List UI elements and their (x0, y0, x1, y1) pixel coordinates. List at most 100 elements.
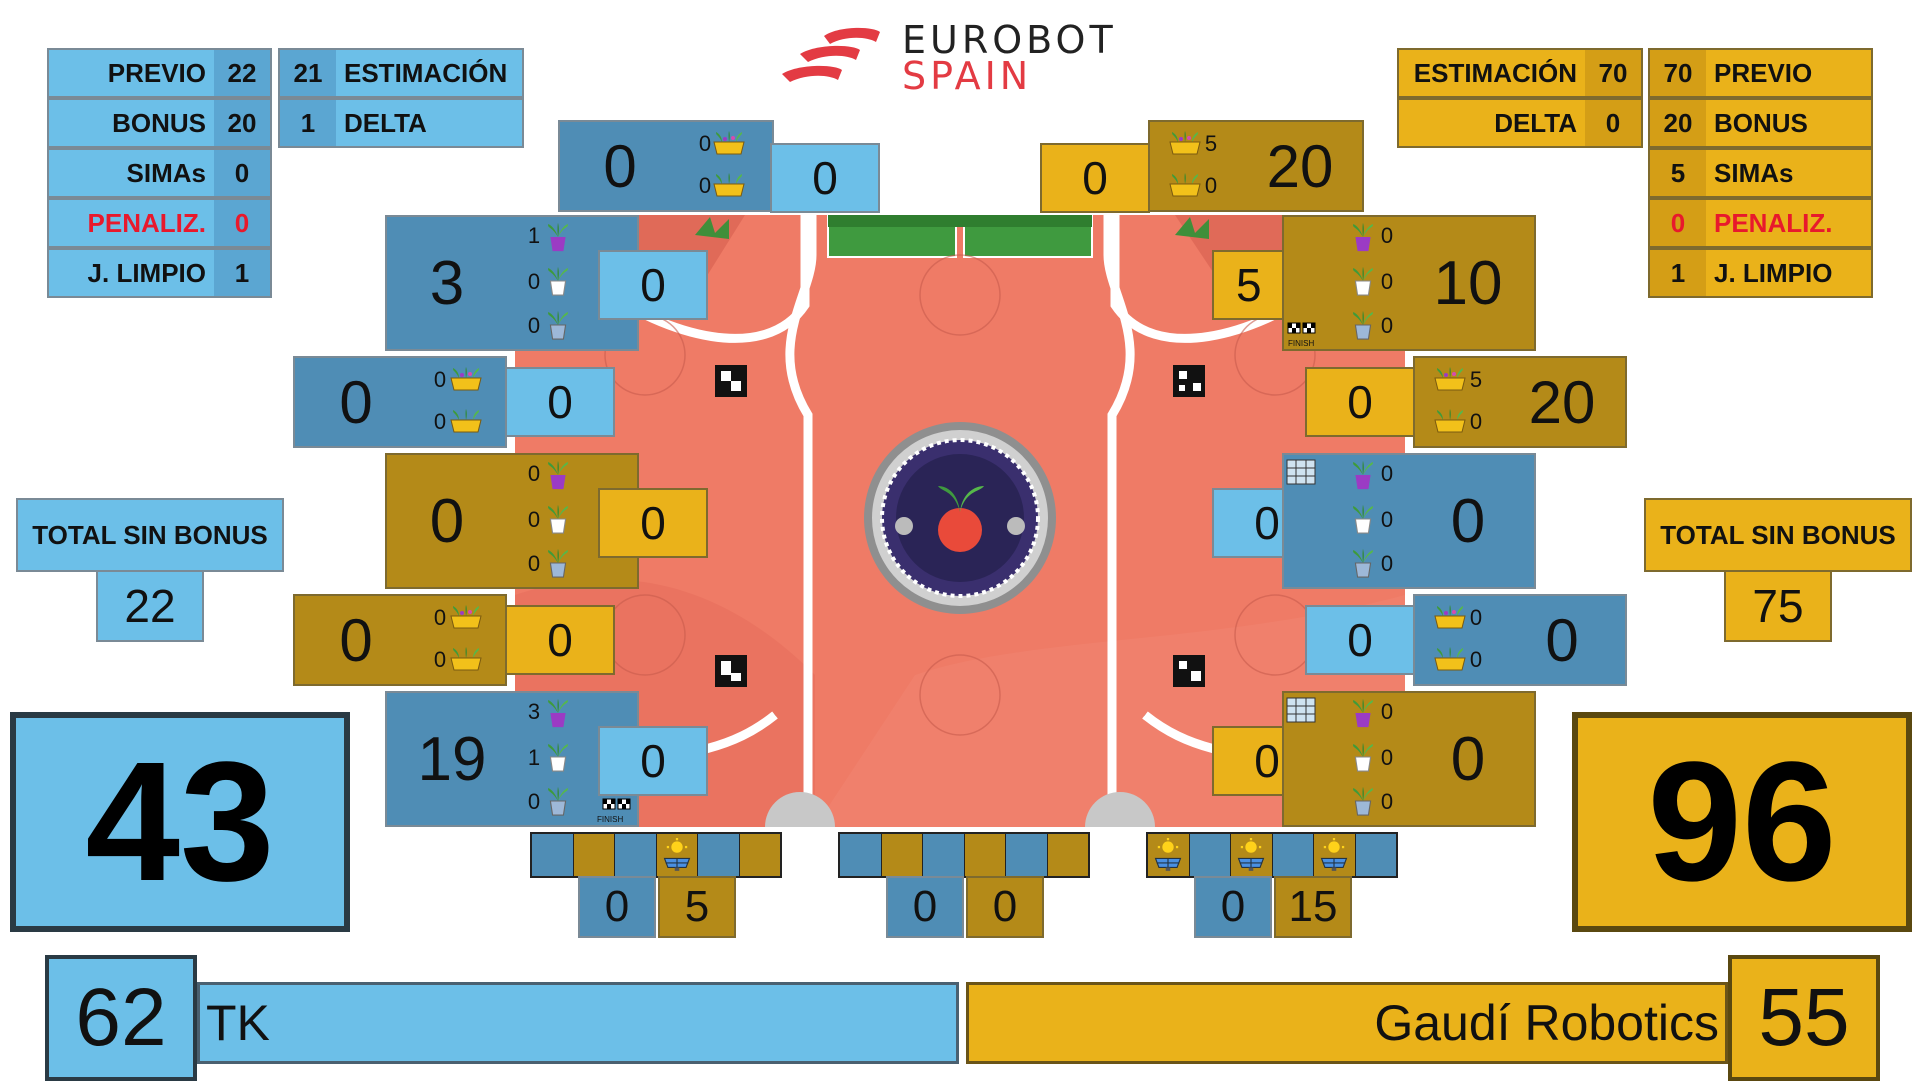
yellow-penaliz-label: PENALIZ. (1714, 207, 1833, 238)
yellow-stat-penaliz: 0 PENALIZ. (1648, 198, 1873, 248)
yellow-stat-jlimpio: 1 J. LIMPIO (1648, 248, 1873, 298)
zone-left-4-c1: 0 (433, 605, 447, 630)
yellow-stat-previo: 70 PREVIO (1648, 48, 1873, 98)
zone-right-4: 0 0 0 (1413, 594, 1627, 686)
planter-icon (1433, 404, 1467, 438)
plant-pot-icon (545, 503, 571, 535)
yellow-estimacion-label: ESTIMACIÓN (1413, 57, 1577, 88)
yellow-delta-label: DELTA (1494, 107, 1577, 138)
zone-right-3-c3: 0 (1380, 551, 1394, 576)
zone-top-blue: 0 0 0 (558, 120, 774, 212)
zone-left-2-side: 0 (505, 367, 615, 437)
blue-total-label: TOTAL SIN BONUS (16, 498, 284, 572)
planter-icon (449, 362, 483, 396)
yellow-bonus-value: 20 (1650, 100, 1706, 146)
zone-left-1: 3 1 0 0 (385, 215, 639, 351)
zone-left-3-c1: 0 (527, 461, 541, 486)
zone-left-3-score: 0 (429, 486, 465, 556)
zone-right-3: 0 0 0 0 (1282, 453, 1536, 589)
planter-icon (1433, 600, 1467, 634)
zone-left-4: 0 0 0 (293, 594, 507, 686)
solar-slot (1231, 834, 1273, 876)
zone-right-3-c2: 0 (1380, 507, 1394, 532)
solar-1-blue: 0 (578, 876, 656, 938)
solar-slot (1314, 834, 1356, 876)
solar-2-blue: 0 (886, 876, 964, 938)
yellow-stat-estimacion: ESTIMACIÓN 70 (1397, 48, 1643, 98)
blue-team-name-bar: TK (197, 982, 959, 1064)
zone-right-1-c2: 0 (1380, 269, 1394, 294)
blue-jlimpio-label: J. LIMPIO (87, 257, 206, 288)
zone-left-2: 0 0 0 (293, 356, 507, 448)
zone-right-4-score: 0 (1545, 606, 1579, 674)
planter-icon (712, 126, 746, 160)
yellow-simas-value: 5 (1650, 150, 1706, 196)
solar-slot (923, 834, 965, 876)
zone-right-3-c1: 0 (1380, 461, 1394, 486)
solar-slot (881, 834, 923, 876)
solar-group-2 (838, 832, 1090, 878)
zone-right-5: 0 0 0 0 (1282, 691, 1536, 827)
plant-pot-icon (1350, 697, 1376, 729)
yellow-previo-value: 70 (1650, 50, 1706, 96)
zone-left-4-score: 0 (339, 606, 373, 674)
plant-pot-icon (1350, 503, 1376, 535)
plant-pot-icon (1350, 265, 1376, 297)
plant-pot-icon (1350, 221, 1376, 253)
solar-slot (1006, 834, 1048, 876)
yellow-score: 96 (1572, 712, 1912, 932)
zone-right-5-c2: 0 (1380, 745, 1394, 770)
planter-icon (712, 168, 746, 202)
zone-top-yellow-side: 0 (1040, 143, 1150, 213)
zone-right-5-c3: 0 (1380, 789, 1394, 814)
zone-right-5-c1: 0 (1380, 699, 1394, 724)
solar-3-yellow: 15 (1274, 876, 1352, 938)
zone-left-1-side: 0 (598, 250, 708, 320)
zone-left-5-score: 19 (417, 724, 487, 794)
planter-icon (1168, 168, 1202, 202)
yellow-delta-value: 0 (1585, 100, 1641, 146)
plant-pot-icon (545, 265, 571, 297)
zone-right-5-score: 0 (1450, 724, 1486, 794)
solar-slot (840, 834, 882, 876)
blue-penaliz-label: PENALIZ. (87, 207, 206, 238)
planter-icon (1433, 362, 1467, 396)
plant-pot-icon (545, 547, 571, 579)
zone-right-1-c1: 0 (1380, 223, 1394, 248)
yellow-previo-label: PREVIO (1714, 57, 1813, 88)
zone-left-2-c1: 0 (433, 367, 447, 392)
plant-pot-icon (545, 459, 571, 491)
blue-score: 43 (10, 712, 350, 932)
eurobot-logo-icon (782, 27, 880, 82)
blue-stat-simas: SIMAs 0 (47, 148, 272, 198)
solar-group-3 (1146, 832, 1398, 878)
zone-top-blue-side: 0 (770, 143, 880, 213)
zone-right-1-score: 10 (1433, 248, 1503, 318)
yellow-total-value: 75 (1724, 570, 1832, 642)
solar-slot (1047, 834, 1088, 876)
solar-group-1 (530, 832, 782, 878)
blue-simas-value: 0 (214, 150, 270, 196)
plant-pot-icon (1350, 741, 1376, 773)
blue-stat-bonus: BONUS 20 (47, 98, 272, 148)
zone-left-5-c2: 1 (527, 745, 541, 770)
plant-pot-icon (545, 309, 571, 341)
blue-estimacion-value: 21 (280, 50, 336, 96)
logo-text-eurobot: EUROBOT (902, 18, 1117, 62)
plant-pot-icon (545, 697, 571, 729)
zone-right-1: 0 0 0 FINISH 10 (1282, 215, 1536, 351)
yellow-team-score: 55 (1728, 955, 1880, 1081)
yellow-jlimpio-label: J. LIMPIO (1714, 257, 1833, 288)
solar-2-yellow: 0 (966, 876, 1044, 938)
blue-stat-delta: 1 DELTA (278, 98, 524, 148)
yellow-jlimpio-value: 1 (1650, 250, 1706, 296)
zone-top-blue-c1: 0 (698, 131, 712, 156)
solar-slot (532, 834, 574, 876)
yellow-penaliz-value: 0 (1650, 200, 1706, 246)
blue-estimacion-label: ESTIMACIÓN (344, 57, 508, 88)
plant-pot-icon (545, 741, 571, 773)
zone-top-blue-c2: 0 (698, 173, 712, 198)
blue-previo-label: PREVIO (107, 57, 206, 88)
solar-3-blue: 0 (1194, 876, 1272, 938)
yellow-simas-label: SIMAs (1714, 157, 1794, 188)
